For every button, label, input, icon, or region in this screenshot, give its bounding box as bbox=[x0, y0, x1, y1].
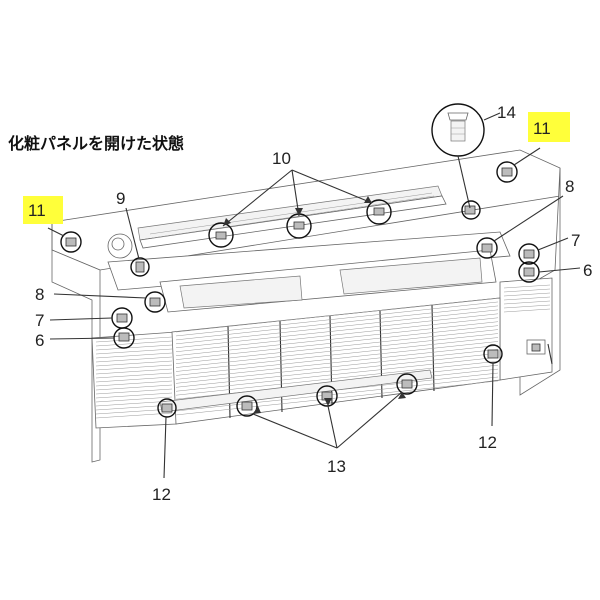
grille-slat bbox=[95, 400, 173, 407]
grille-slat bbox=[503, 304, 551, 309]
fin-slat bbox=[175, 349, 499, 384]
grille-slat bbox=[95, 356, 173, 363]
fin-slat bbox=[175, 301, 499, 337]
fin-slat bbox=[175, 297, 499, 333]
grille-slat bbox=[95, 396, 173, 403]
fin-slat bbox=[175, 329, 499, 364]
fin-slat bbox=[175, 341, 499, 376]
callout-label: 12 bbox=[478, 433, 497, 452]
callout-label: 6 bbox=[35, 331, 44, 350]
highlight-box bbox=[528, 112, 570, 142]
clip-parts bbox=[65, 167, 535, 413]
grille-slat bbox=[503, 292, 551, 297]
grille-slat bbox=[503, 300, 551, 305]
grille-slat bbox=[95, 352, 173, 359]
grille-slat bbox=[95, 340, 173, 347]
grille-slat bbox=[503, 284, 551, 289]
grille-slat bbox=[503, 288, 551, 293]
mid-frame bbox=[107, 231, 511, 313]
callout-label: 10 bbox=[272, 149, 291, 168]
callout-label: 13 bbox=[327, 457, 346, 476]
grille-slat bbox=[503, 296, 551, 301]
right-grille-slats bbox=[503, 284, 551, 313]
diagram-caption: 化粧パネルを開けた状態 bbox=[8, 134, 185, 153]
part-14-detail bbox=[431, 103, 501, 209]
callout-label: 9 bbox=[116, 189, 125, 208]
fin-slat bbox=[175, 309, 499, 345]
callout-label: 14 bbox=[497, 103, 516, 122]
callout-label: 11 bbox=[28, 201, 46, 220]
callout-label: 11 bbox=[533, 119, 551, 138]
arrowheads bbox=[223, 196, 406, 414]
fin-slat bbox=[175, 357, 499, 392]
grille-slat bbox=[95, 404, 173, 411]
callout-label: 7 bbox=[35, 311, 44, 330]
grille-slat bbox=[95, 372, 173, 379]
grille-slat bbox=[95, 344, 173, 351]
grille-slat bbox=[95, 380, 173, 387]
fin-slat bbox=[175, 337, 499, 372]
callout-label: 12 bbox=[152, 485, 171, 504]
fin-slat bbox=[175, 333, 499, 368]
grille-slat bbox=[95, 364, 173, 371]
callout-label: 6 bbox=[583, 261, 592, 280]
grille-slat bbox=[503, 308, 551, 313]
fin-slat bbox=[175, 317, 499, 352]
callout-label: 8 bbox=[565, 177, 574, 196]
fin-slat bbox=[175, 360, 499, 396]
fin-slat bbox=[175, 305, 499, 341]
grille-slat bbox=[95, 384, 173, 391]
fin-slat bbox=[175, 345, 499, 380]
grille-slat bbox=[95, 348, 173, 355]
grille-slat bbox=[95, 388, 173, 395]
fin-slat bbox=[175, 325, 499, 360]
callout-circles bbox=[60, 161, 540, 418]
grille-slat bbox=[95, 360, 173, 367]
grille-slat bbox=[95, 368, 173, 375]
fin-slat bbox=[175, 321, 499, 356]
callout-label: 8 bbox=[35, 285, 44, 304]
fin-slat bbox=[175, 313, 499, 349]
callout-labels: 14 11 10 9 11 8 7 6 8 7 6 12 13 12 bbox=[28, 103, 592, 504]
callout-label: 7 bbox=[571, 231, 580, 250]
highlight-box bbox=[23, 196, 63, 224]
fin-slat bbox=[175, 353, 499, 388]
grille-slat bbox=[95, 392, 173, 399]
grille-slat bbox=[95, 376, 173, 383]
grille-slat bbox=[95, 408, 173, 415]
